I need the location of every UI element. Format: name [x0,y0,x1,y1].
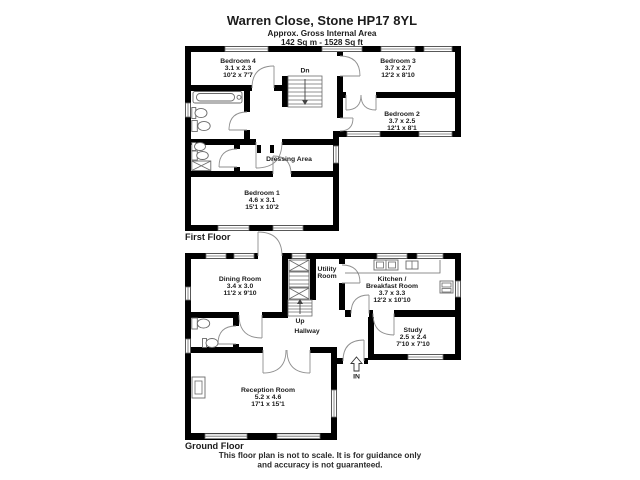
kitchen-sink-icon [373,259,399,271]
bedroom2-metric: 3.7 x 2.5 [389,118,416,125]
first-floor-windows [185,46,453,231]
bedroom3-label: Bedroom 3 [380,58,416,65]
dining-room-imperial: 11'2 x 9'10 [223,290,256,297]
ground-floor-plan: Dining Room 3.4 x 3.0 11'2 x 9'10 Utilit… [185,231,461,451]
kitchen-fixtures [345,259,454,294]
subtitle-area: Approx. Gross Internal Area [268,29,377,38]
stairs-up-icon [287,299,313,317]
dining-room-metric: 3.4 x 3.0 [227,283,254,290]
fireplace-icon [191,376,206,399]
toilet-icon [191,317,211,330]
bedroom2-label: Bedroom 2 [384,111,420,118]
hob-icon [405,260,419,270]
first-floor-labels: Bedroom 4 3.1 x 2.3 10'2 x 7'7 Bedroom 3… [220,58,420,211]
shower-icon [191,160,212,171]
sink-icon [191,107,208,119]
hallway-label: Hallway [294,328,320,335]
bedroom3-imperial: 12'2 x 8'10 [381,72,415,79]
kitchen-imperial: 12'2 x 10'10 [373,297,410,304]
dressing-area-label: Dressing Area [266,156,312,163]
utility-appliances [288,259,310,300]
first-floor-doors [218,55,377,175]
worktop-icon [288,271,310,288]
ground-floor-caption: Ground Floor [185,441,244,451]
dining-room-label: Dining Room [219,276,261,283]
disclaimer-line-2: and accuracy is not guaranteed. [257,461,382,470]
sink-icon [202,338,219,348]
ground-floor-labels: Dining Room 3.4 x 3.0 11'2 x 9'10 Utilit… [219,266,430,408]
toilet-icon [191,120,211,132]
bedroom3-metric: 3.7 x 2.7 [385,65,412,72]
page-title: Warren Close, Stone HP17 8YL [227,13,417,28]
bathroom-fixtures [191,91,243,171]
bedroom4-label: Bedroom 4 [220,58,256,65]
stairs-down-icon [287,75,323,108]
reception-room-imperial: 17'1 x 15'1 [251,401,285,408]
ground-floor-doors [217,231,395,374]
entrance-in-label: IN [353,374,360,381]
first-floor-plan: Bedroom 4 3.1 x 2.3 10'2 x 7'7 Bedroom 3… [185,46,461,242]
dryer-icon [288,287,310,300]
stairs-down-label: Dn [300,68,309,75]
reception-room-label: Reception Room [241,387,295,394]
bedroom4-imperial: 10'2 x 7'7 [223,72,253,79]
utility-room-label-2: Room [317,273,336,280]
subtitle-size: 142 Sq m - 1528 Sq ft [281,38,363,47]
utility-room-label-1: Utility [318,266,337,273]
wc-fixtures [191,317,219,348]
washer-icon [288,259,310,272]
kitchen-metric: 3.7 x 3.3 [379,290,406,297]
oven-icon [439,280,454,294]
entrance-arrow-icon [350,356,363,372]
bedroom1-imperial: 15'1 x 10'2 [245,204,279,211]
study-metric: 2.5 x 2.4 [400,334,427,341]
counter-icon [345,260,441,274]
kitchen-label-1: Kitchen / [378,276,407,283]
study-label: Study [404,327,423,334]
first-floor-caption: First Floor [185,232,231,242]
bedroom4-metric: 3.1 x 2.3 [225,65,252,72]
ground-floor-windows [185,253,461,439]
sink-icon [191,142,206,151]
stairs-up-label: Up [295,318,304,325]
kitchen-label-2: Breakfast Room [366,283,418,290]
reception-room-metric: 5.2 x 4.6 [255,394,282,401]
toilet-icon [191,150,209,161]
bedroom1-label: Bedroom 1 [244,190,280,197]
bath-icon [192,91,243,104]
bedroom1-metric: 4.6 x 3.1 [249,197,276,204]
disclaimer-line-1: This floor plan is not to scale. It is f… [219,451,422,460]
study-imperial: 7'10 x 7'10 [396,341,430,348]
bedroom2-imperial: 12'1 x 8'1 [387,125,417,132]
